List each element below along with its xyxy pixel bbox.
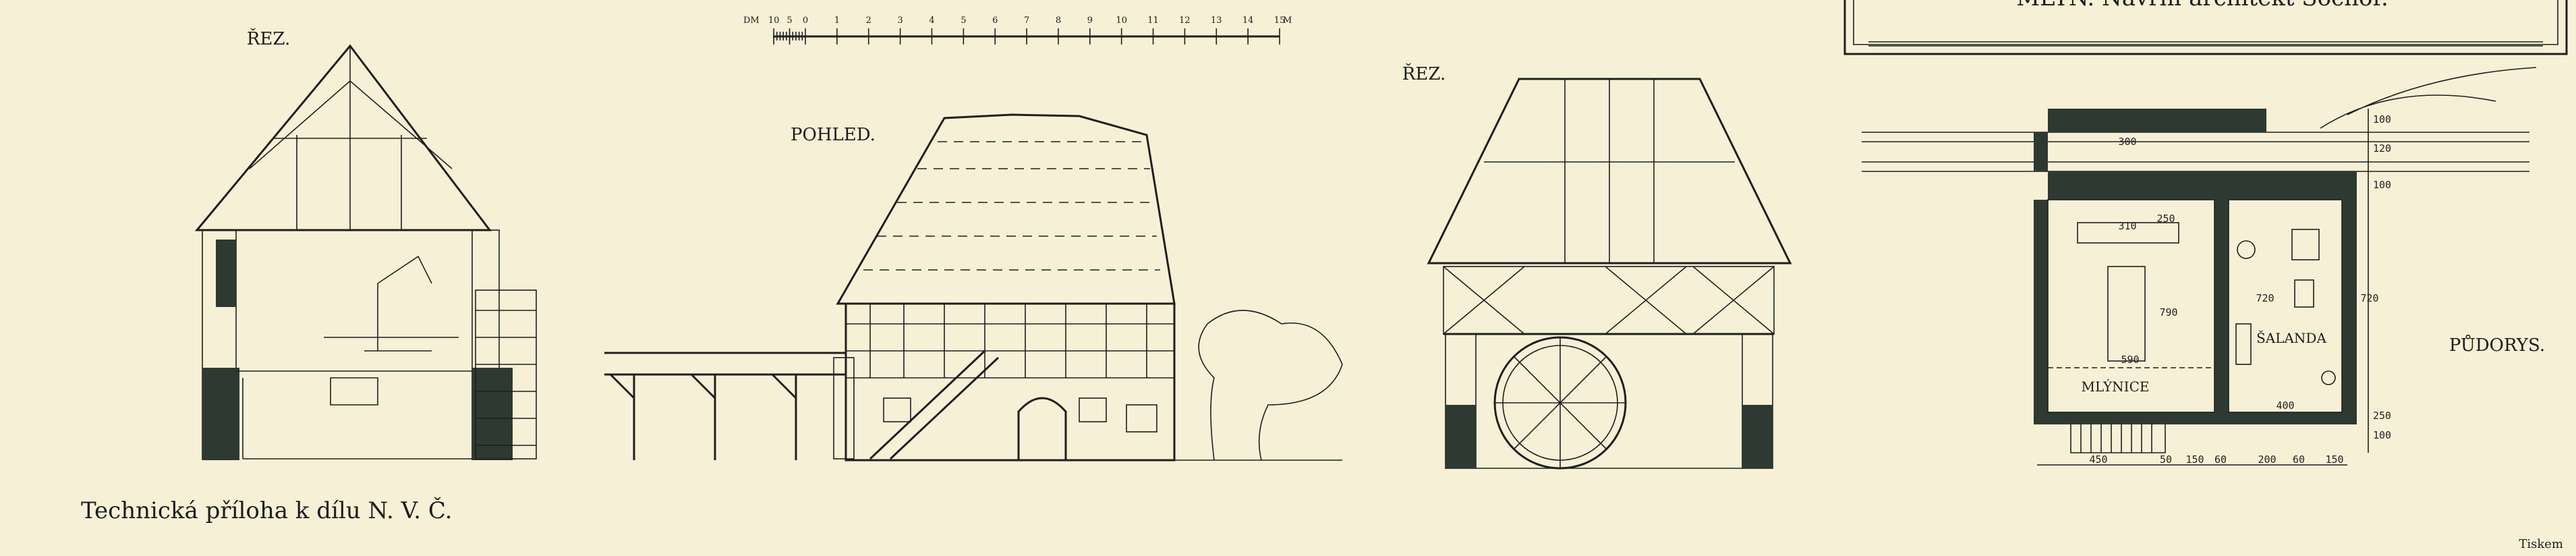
scale-label-m: 11: [1147, 16, 1159, 26]
flume-supports: [609, 373, 797, 460]
plan-label: PŮDORYS.: [2449, 334, 2545, 356]
scale-label-m: 9: [1087, 16, 1093, 26]
dim-790: 790: [2159, 306, 2177, 318]
scale-label-m: 15: [1274, 16, 1286, 26]
scale-label-dm: 0: [803, 16, 808, 26]
staircase: [869, 350, 1000, 460]
dim-310: 310: [2118, 220, 2136, 232]
scale-label-m: 13: [1211, 16, 1222, 26]
scale-label-m: 14: [1242, 16, 1254, 26]
elevation-label: POHLED.: [791, 125, 876, 145]
room-label-mlynice: MLÝNICE: [2082, 379, 2150, 395]
dim-bottom: 450: [2089, 453, 2107, 466]
millstone-frame: [2107, 266, 2146, 362]
scale-label-m: 5: [961, 16, 966, 26]
scale-unit-left: DM: [743, 16, 760, 26]
dim-250: 250: [2156, 213, 2175, 225]
arched-door: [1017, 397, 1067, 460]
dim-720-inner: 720: [2256, 292, 2274, 304]
dim-bottom: 200: [2258, 453, 2276, 466]
printer-credit: Tiskem: [2519, 537, 2563, 551]
scale-label-dm: 5: [786, 16, 792, 26]
bottom-steps: [2070, 424, 2166, 453]
mill-building: [845, 302, 1176, 462]
shingle-roof: [836, 113, 1176, 305]
section-right: ŘEZ.: [1402, 63, 1792, 470]
plan-walls: [2034, 109, 2357, 424]
title-text: MLÝN. Navrhl architekt Sochor.: [2016, 0, 2388, 11]
scale-label-m: 4: [929, 16, 934, 26]
dim-right: 100: [2373, 179, 2391, 191]
section-left: ŘEZ.: [194, 28, 537, 460]
scale-label-m: 12: [1179, 16, 1191, 26]
water-wheel: [475, 289, 537, 460]
scale-label-m: 3: [897, 16, 903, 26]
scale-label-dm: 10: [768, 16, 780, 26]
scale-label-m: 6: [992, 16, 998, 26]
dim-right: 250: [2373, 410, 2391, 422]
scale-label-m: 10: [1116, 16, 1127, 26]
dim-bottom: 150: [2325, 453, 2343, 466]
scale-label-m: 1: [834, 16, 840, 26]
section-left-label: ŘEZ.: [247, 28, 290, 49]
section-right-label: ŘEZ.: [1402, 63, 1446, 84]
scale-label-m: 8: [1056, 16, 1061, 26]
room-mlynice: [2047, 199, 2215, 413]
scale-label-m: 2: [866, 16, 871, 26]
dim-right: 100: [2373, 429, 2391, 441]
floor-plan: PŮDORYS. MLÝNICE ŠALANDA 590 790 720 400…: [1862, 67, 2545, 466]
dim-590: 590: [2121, 354, 2139, 366]
dim-300: 300: [2118, 136, 2136, 148]
scale-unit-right: M: [1283, 16, 1292, 26]
flume: [604, 352, 846, 376]
plate-caption: Technická příloha k dílu N. V. Č.: [81, 497, 452, 524]
elevation: POHLED.: [604, 113, 1343, 462]
dim-bottom: 60: [2214, 453, 2227, 466]
dim-720-outer: 720: [2360, 292, 2378, 304]
dim-bottom: 50: [2160, 453, 2172, 466]
stream-sketch: [2320, 67, 2537, 129]
dim-bottom: 150: [2185, 453, 2204, 466]
dim-right: 100: [2373, 113, 2391, 126]
room-label-salanda: ŠALANDA: [2256, 329, 2326, 346]
dim-bottom: 60: [2293, 453, 2305, 466]
scale-label-m: 7: [1024, 16, 1029, 26]
title-box: MLÝN. Navrhl architekt Sochor.: [1843, 0, 2568, 55]
foundation-wall: [202, 368, 239, 460]
room-salanda: [2228, 199, 2343, 413]
flume-plan: [1862, 132, 2529, 172]
dim-400: 400: [2276, 399, 2294, 412]
dim-right: 120: [2373, 142, 2391, 155]
tree: [1198, 310, 1343, 461]
